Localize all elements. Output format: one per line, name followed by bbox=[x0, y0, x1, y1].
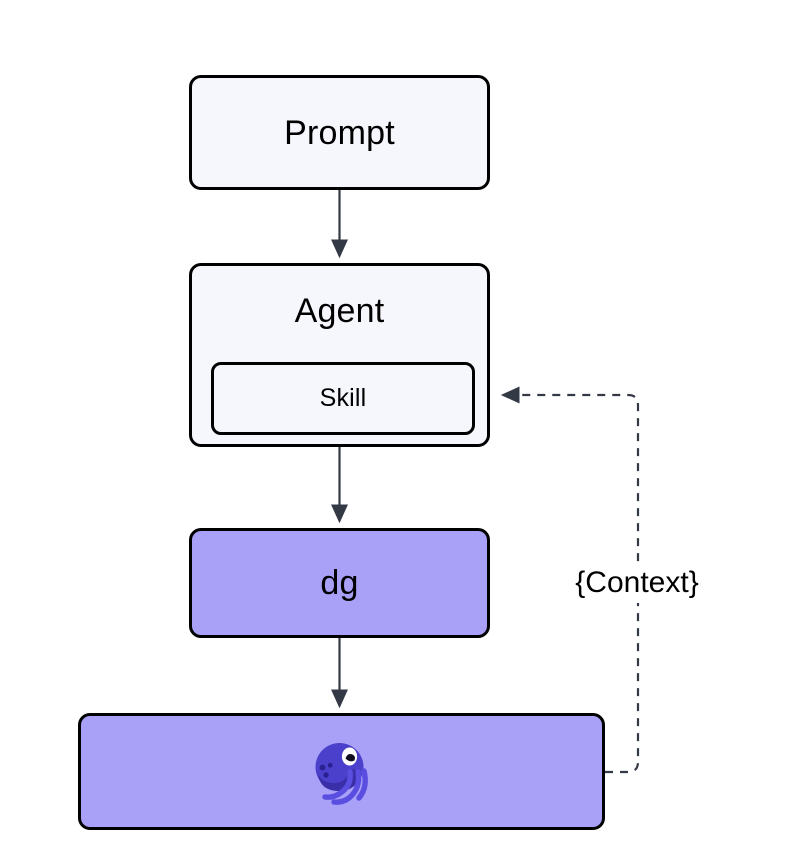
node-prompt-label: Prompt bbox=[284, 113, 395, 152]
octopus-icon bbox=[306, 736, 378, 808]
node-dg[interactable]: dg bbox=[189, 528, 490, 638]
node-dg-label: dg bbox=[320, 564, 359, 602]
node-logo[interactable] bbox=[78, 713, 605, 830]
node-agent-label: Agent bbox=[294, 292, 385, 330]
node-skill-label: Skill bbox=[319, 384, 367, 412]
node-prompt[interactable]: Prompt bbox=[189, 75, 490, 190]
node-agent[interactable]: Agent Skill bbox=[189, 263, 490, 447]
node-skill[interactable]: Skill bbox=[211, 362, 475, 435]
edge-label-context: {Context} bbox=[541, 563, 733, 603]
